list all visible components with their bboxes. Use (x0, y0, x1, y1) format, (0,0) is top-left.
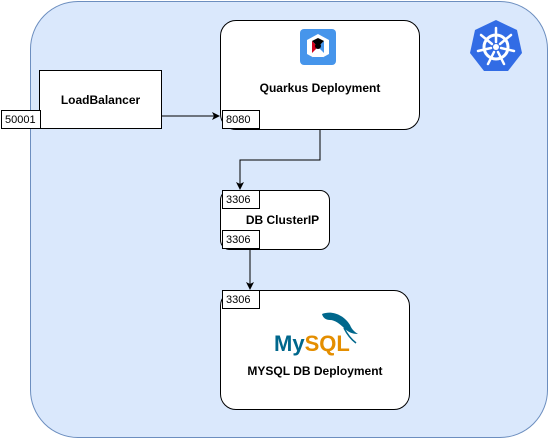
quarkus-label: Quarkus Deployment (259, 81, 381, 95)
arrowhead-mysql (246, 282, 254, 290)
quarkus-port: 8080 (222, 110, 260, 129)
mysql-label: MYSQL DB Deployment (247, 364, 383, 378)
db-clusterip-label: DB ClusterIP (245, 213, 320, 227)
arrowhead-dbclusterip (236, 182, 244, 190)
loadbalancer-node: LoadBalancer (39, 70, 162, 129)
db-clusterip-port-in: 3306 (222, 190, 260, 209)
dolphin-icon (322, 312, 358, 344)
arrowhead-quarkus (212, 112, 220, 120)
edge-quarkus-dbclusterip (239, 130, 321, 184)
loadbalancer-label: LoadBalancer (60, 93, 141, 107)
loadbalancer-port: 50001 (1, 110, 41, 129)
db-clusterip-port-out: 3306 (222, 230, 260, 249)
mysql-logo-text: MySQL (274, 331, 350, 356)
mysql-node: MYSQL DB Deployment (220, 290, 410, 410)
mysql-port: 3306 (222, 290, 260, 309)
